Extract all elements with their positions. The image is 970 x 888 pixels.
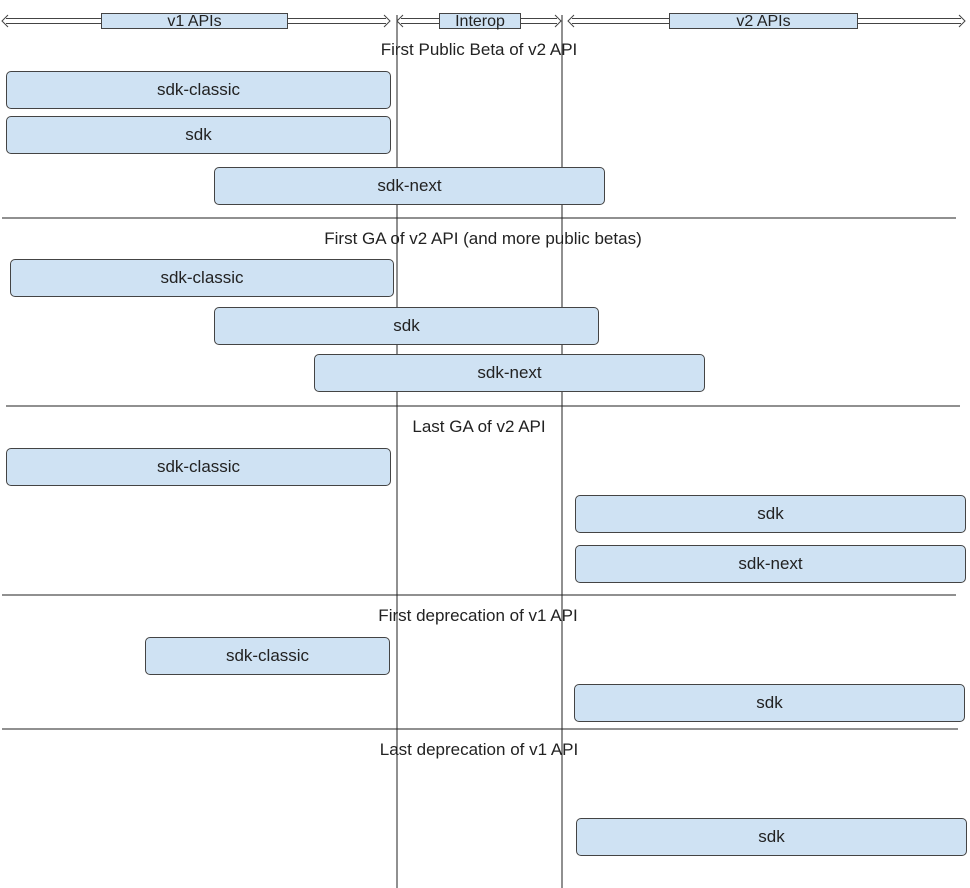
v1-apis-label: v1 APIs xyxy=(101,13,288,30)
stage-title: First deprecation of v1 API xyxy=(378,606,578,625)
sdk-box: sdk xyxy=(574,684,965,722)
sdk-next-box: sdk-next xyxy=(214,167,605,205)
sdk-box: sdk xyxy=(214,307,599,345)
stage-title: Last GA of v2 API xyxy=(412,417,546,436)
sdk-classic-box: sdk-classic xyxy=(6,71,391,109)
sdk-box: sdk xyxy=(6,116,391,154)
sdk-next-box: sdk-next xyxy=(314,354,705,392)
interop-label: Interop xyxy=(439,13,521,30)
stage-title: Last deprecation of v1 API xyxy=(379,740,579,759)
sdk-next-box: sdk-next xyxy=(575,545,966,583)
sdk-box: sdk xyxy=(576,818,967,856)
stage-title: First Public Beta of v2 API xyxy=(380,40,578,59)
sdk-box: sdk xyxy=(575,495,966,533)
sdk-classic-box: sdk-classic xyxy=(145,637,390,675)
v2-apis-label: v2 APIs xyxy=(669,13,858,30)
stage-title: First GA of v2 API (and more public beta… xyxy=(324,229,642,248)
sdk-classic-box: sdk-classic xyxy=(10,259,394,297)
sdk-classic-box: sdk-classic xyxy=(6,448,391,486)
